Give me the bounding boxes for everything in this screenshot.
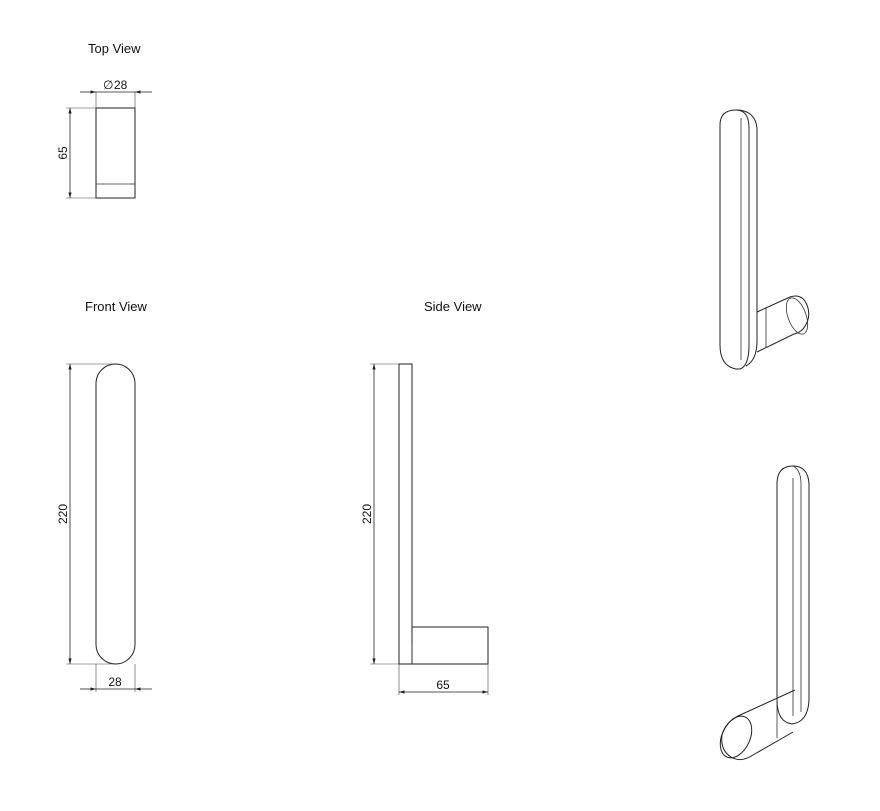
top-view-body [95, 107, 136, 199]
top-view-depth-label: 65 [56, 146, 70, 160]
side-view-depth-label: 65 [436, 678, 450, 692]
top-view: Top View ∅ 28 65 [56, 41, 152, 199]
side-view-arm [411, 626, 489, 665]
side-view: Side View 220 65 [360, 299, 489, 695]
front-view-title: Front View [85, 299, 148, 314]
isometric-view-left-arm [719, 465, 810, 761]
side-view-back-plate [398, 363, 413, 665]
front-view-width-label: 28 [108, 675, 122, 689]
front-view: Front View 220 28 [56, 299, 152, 692]
front-view-body [95, 363, 136, 665]
isometric-view-right-arm [719, 109, 810, 370]
side-view-height-label: 220 [360, 504, 374, 524]
side-view-title: Side View [424, 299, 482, 314]
top-view-diameter-symbol: ∅ [103, 78, 113, 92]
front-view-height-label: 220 [56, 504, 70, 524]
top-view-width-label: 28 [114, 78, 128, 92]
top-view-title: Top View [88, 41, 141, 56]
